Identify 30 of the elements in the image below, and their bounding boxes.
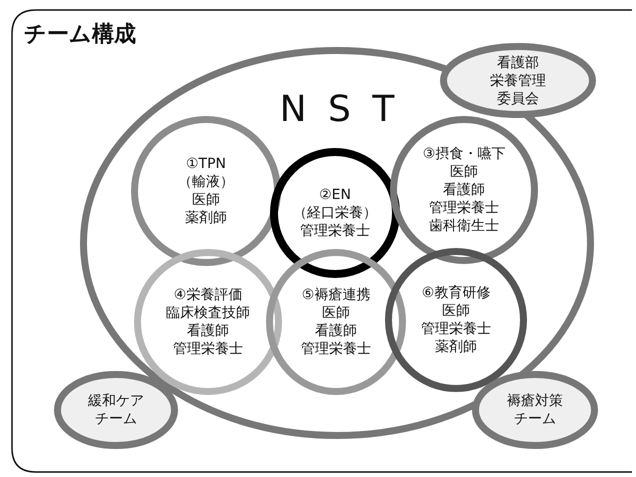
member-text: 医師: [442, 302, 470, 320]
member-text: 薬剤師: [435, 338, 477, 356]
member-text: 看護師: [315, 322, 357, 340]
member-text: 医師: [450, 163, 478, 181]
title: チーム構成: [24, 20, 136, 48]
member-text: 歯科衛生士: [429, 217, 499, 235]
member-text: 薬剤師: [185, 209, 227, 227]
member-text: 看護師: [187, 322, 229, 340]
role-heading: ②EN: [319, 186, 351, 204]
role-heading: ④栄養評価: [174, 286, 242, 304]
member-text: 管理栄養士: [301, 340, 371, 358]
role-heading: ⑤褥瘡連携: [302, 286, 370, 304]
team-name: 看護部: [496, 54, 540, 72]
group-label: N S T: [280, 89, 394, 131]
role-heading: ⑥教育研修: [422, 284, 490, 302]
member-text: 管理栄養士: [429, 199, 499, 217]
member-text: 管理栄養士: [421, 320, 491, 338]
member-text: 医師: [322, 304, 350, 322]
member-text: 管理栄養士: [300, 222, 370, 240]
member-text: （経口栄養）: [293, 204, 377, 222]
member-text: 医師: [192, 191, 220, 209]
member-text: 管理栄養士: [173, 340, 243, 358]
member-text: 臨床検査技師: [166, 304, 250, 322]
role-heading: ①TPN: [186, 155, 226, 173]
role-heading: ③摂食・嚥下: [422, 145, 506, 163]
team-name: 褥瘡対策チーム: [506, 392, 564, 428]
member-text: （輸液）: [178, 173, 234, 191]
team-name: 緩和ケアチーム: [88, 392, 144, 428]
member-text: 看護師: [443, 181, 485, 199]
team-name: 栄養管理委員会: [490, 72, 546, 108]
